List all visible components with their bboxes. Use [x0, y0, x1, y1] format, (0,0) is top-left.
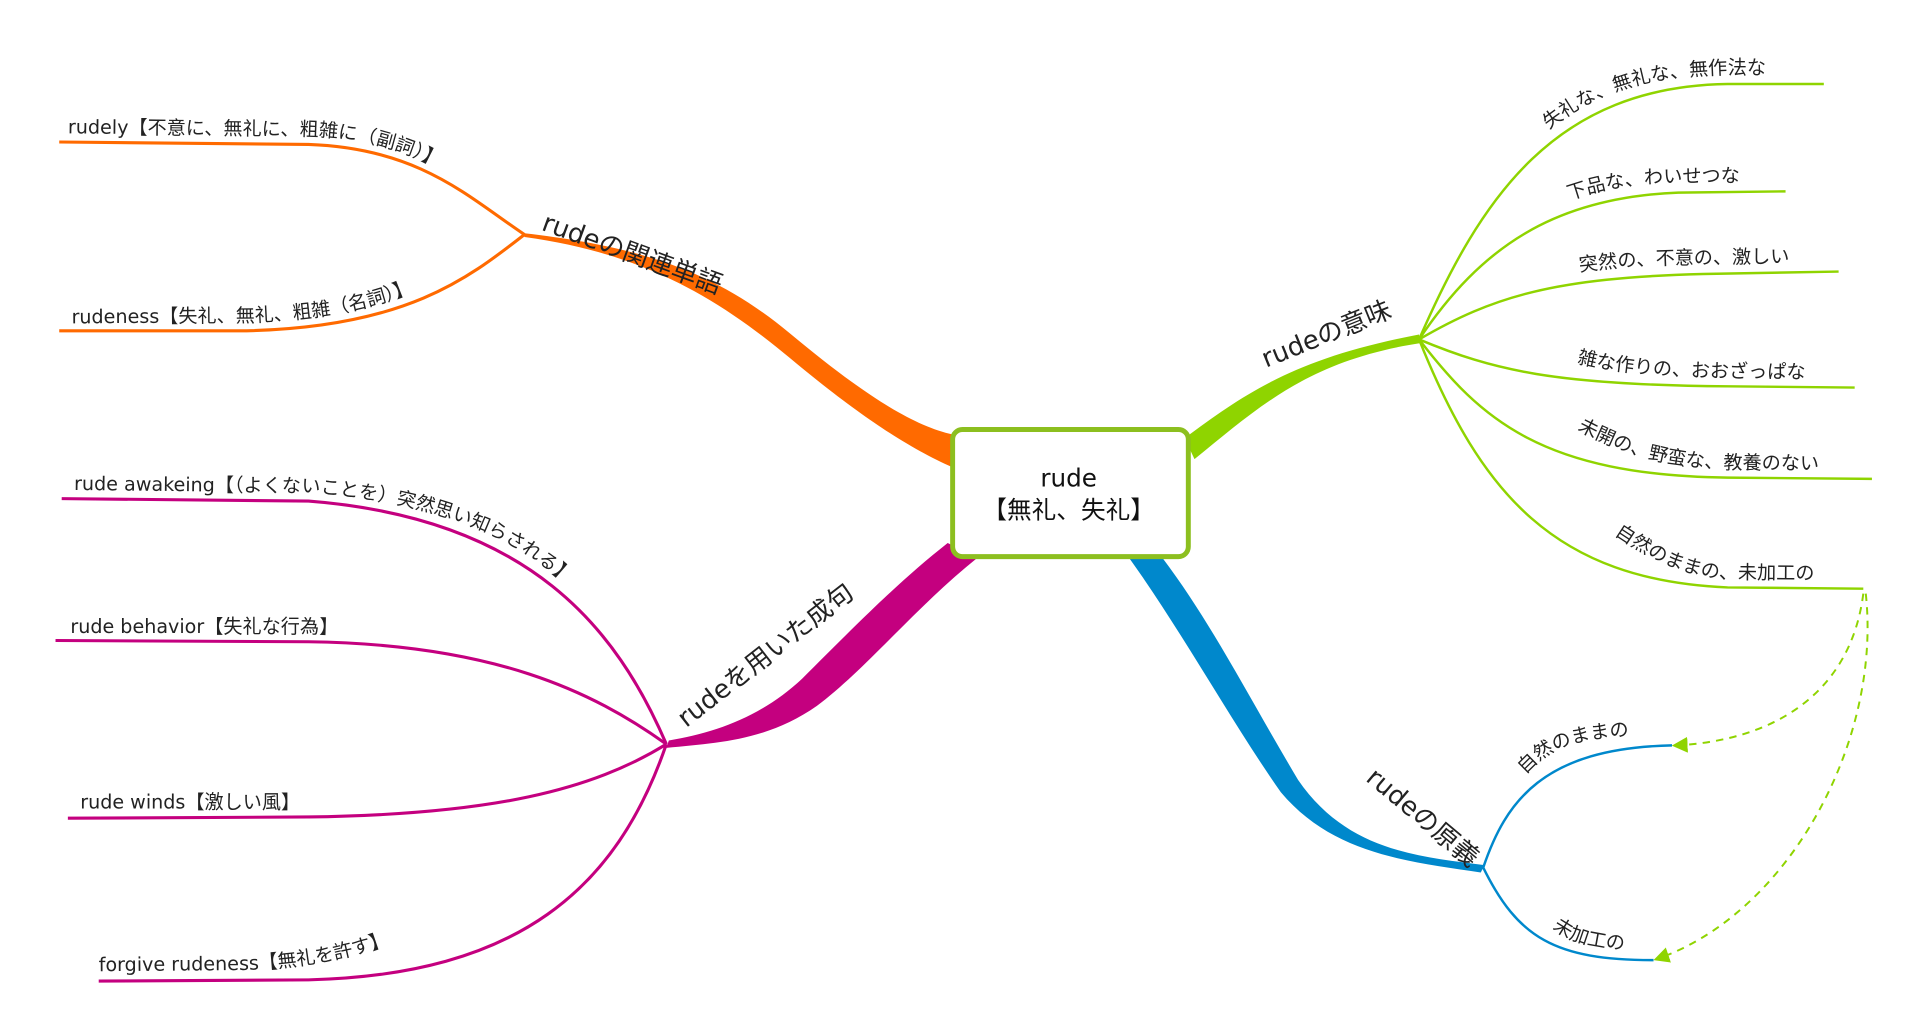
- leaf-connectors: [1417, 82, 1872, 590]
- branch-phrases[interactable]: rudeを用いた成句 rude awakeing【（よくないことを）突然思い知ら…: [55, 472, 978, 983]
- leaf-rude-awakeing[interactable]: rude awakeing【（よくないことを）突然思い知らされる】: [74, 472, 578, 589]
- leaf-meaning-1[interactable]: 失礼な、無礼な、無作法な: [1538, 56, 1766, 133]
- leaf-connectors: [55, 497, 668, 983]
- branch-related-words[interactable]: rudeの関連単語 rudely【不意に、無礼に、粗雑に（副詞）】 rudene…: [59, 115, 957, 469]
- relationship-arrow[interactable]: [1653, 593, 1869, 963]
- central-topic[interactable]: rude 【無礼、失礼】: [950, 427, 1191, 560]
- branch-meaning[interactable]: rudeの意味 失礼な、無礼な、無作法な 下品な、わいせつな 突然の、不意の、激…: [1184, 56, 1872, 590]
- branch-connector: [524, 233, 957, 469]
- branch-label[interactable]: rudeの関連単語: [538, 208, 726, 301]
- leaf-forgive-rudeness[interactable]: forgive rudeness【無礼を許す】: [99, 927, 392, 976]
- leaf-connector: [59, 140, 526, 236]
- leaf-rude-winds[interactable]: rude winds【激しい風】: [80, 790, 300, 813]
- leaf-meaning-4[interactable]: 雑な作りの、おおざっぱな: [1576, 345, 1806, 383]
- branch-origin[interactable]: rudeの原義 自然のままの 未加工の: [1129, 557, 1673, 962]
- relationship-arrow[interactable]: [1671, 593, 1865, 753]
- branch-connector: [1129, 557, 1485, 873]
- leaf-connector: [59, 233, 526, 333]
- leaf-meaning-2[interactable]: 下品な、わいせつな: [1564, 164, 1740, 205]
- leaf-origin-1[interactable]: 自然のままの: [1512, 718, 1629, 778]
- leaf-connector: [1482, 867, 1654, 962]
- leaf-connector: [1482, 744, 1673, 868]
- leaf-rudeness[interactable]: rudeness【失礼、無礼、粗雑（名詞）】: [71, 275, 415, 329]
- leaf-rude-behavior[interactable]: rude behavior【失礼な行為】: [70, 615, 338, 639]
- central-topic-box[interactable]: [950, 427, 1191, 560]
- leaf-meaning-3[interactable]: 突然の、不意の、激しい: [1578, 245, 1790, 277]
- branch-connector: [1184, 334, 1421, 460]
- central-topic-line1: rude: [1040, 463, 1097, 492]
- branch-connector: [666, 543, 978, 748]
- central-topic-line2: 【無礼、失礼】: [982, 495, 1155, 524]
- relationship-arrows[interactable]: [1653, 593, 1869, 963]
